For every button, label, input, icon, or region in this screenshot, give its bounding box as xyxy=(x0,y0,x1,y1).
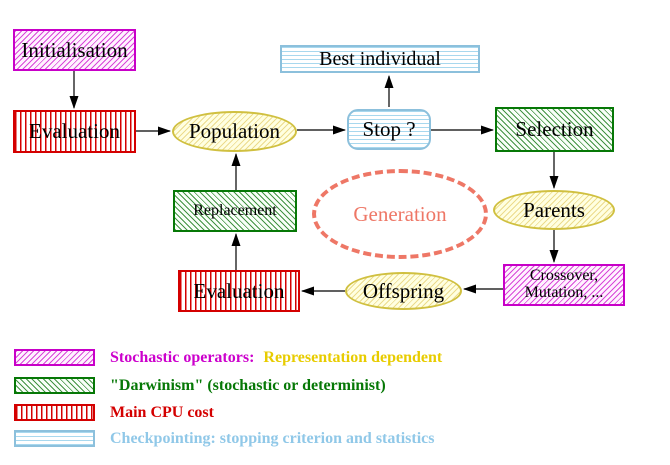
node-offspring-label: Offspring xyxy=(362,278,445,303)
legend-label-main-cpu-cost: Main CPU cost xyxy=(110,403,214,422)
node-replacement-label: Replacement xyxy=(193,201,277,219)
legend-label-darwinism: "Darwinism" (stochastic or determinist) xyxy=(110,376,386,395)
legend-label-stochastic-operators-part1: Stochastic operators: xyxy=(110,349,255,366)
node-evaluation-bottom-label: Evaluation xyxy=(193,278,285,303)
node-stop: Stop ? xyxy=(347,109,431,150)
node-parents-label: Parents xyxy=(523,197,585,222)
legend-label-representation-dependent: Representation dependent xyxy=(263,349,443,366)
node-best-individual-label: Best individual xyxy=(319,47,441,70)
legend-swatch-darwinism xyxy=(14,377,95,394)
node-evaluation-top-label: Evaluation xyxy=(29,119,120,144)
node-selection: Selection xyxy=(495,107,614,152)
legend-swatch-stochastic-operators xyxy=(14,349,95,366)
node-population-label: Population xyxy=(188,119,280,144)
node-selection-label: Selection xyxy=(515,117,594,142)
node-crossover-line1: Crossover, xyxy=(529,267,599,285)
node-parents: Parents xyxy=(493,190,615,230)
node-initialisation-label: Initialisation xyxy=(21,37,128,62)
node-replacement: Replacement xyxy=(173,190,297,232)
node-population: Population xyxy=(172,111,297,152)
legend-label-main-cpu-cost-text: Main CPU cost xyxy=(110,404,214,421)
node-offspring: Offspring xyxy=(345,272,462,310)
legend-swatch-checkpointing xyxy=(14,430,95,447)
node-best-individual: Best individual xyxy=(280,45,480,73)
legend-label-darwinism-text: "Darwinism" (stochastic or determinist) xyxy=(110,377,386,394)
node-initialisation: Initialisation xyxy=(13,29,136,71)
node-evaluation-bottom: Evaluation xyxy=(178,270,300,312)
node-generation-label: Generation xyxy=(353,201,447,226)
legend-label-stochastic-operators: Stochastic operators: Representation depe… xyxy=(110,348,442,367)
node-crossover-mutation: Crossover, Mutation, ... xyxy=(503,264,625,306)
node-crossover-line2: Mutation, ... xyxy=(524,284,604,301)
node-evaluation-top: Evaluation xyxy=(13,110,136,153)
legend-label-checkpointing: Checkpointing: stopping criterion and st… xyxy=(110,429,434,448)
legend-swatch-main-cpu-cost xyxy=(14,404,95,421)
node-generation: Generation xyxy=(312,169,488,259)
legend-label-checkpointing-text: Checkpointing: stopping criterion and st… xyxy=(110,430,435,447)
node-stop-label: Stop ? xyxy=(362,117,416,142)
